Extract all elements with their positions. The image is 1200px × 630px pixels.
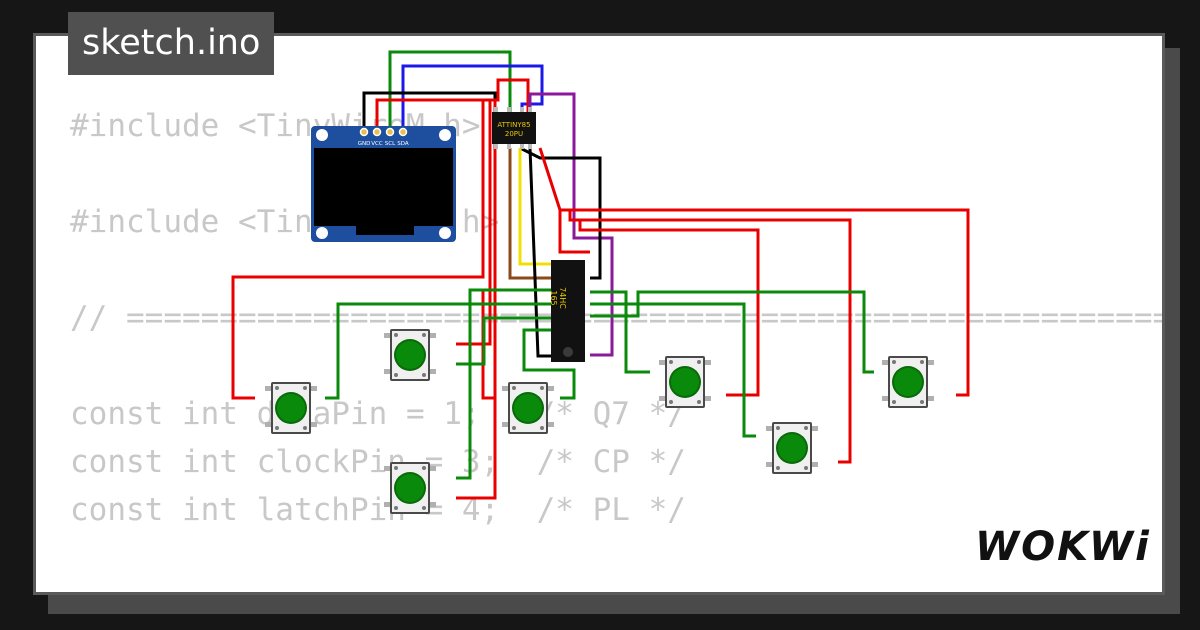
oled-pin-scl[interactable] bbox=[385, 127, 395, 137]
push-button[interactable] bbox=[502, 382, 554, 434]
oled-pin-gnd[interactable] bbox=[359, 127, 369, 137]
attiny-label: 20PU bbox=[505, 130, 523, 138]
push-button[interactable] bbox=[265, 382, 317, 434]
oled-display[interactable]: GND VCC SCL SDA bbox=[311, 126, 456, 242]
code-line: const int clockPin = 3; /* CP */ bbox=[70, 444, 686, 480]
push-button[interactable] bbox=[384, 329, 436, 381]
code-line: const int dataPin = 1; /* Q7 */ bbox=[70, 396, 686, 432]
oled-pin-sda[interactable] bbox=[398, 127, 408, 137]
push-button[interactable] bbox=[882, 356, 934, 408]
attiny85-chip[interactable]: ATTINY85 20PU bbox=[492, 107, 536, 149]
sketch-file-tab[interactable]: sketch.ino bbox=[68, 12, 275, 75]
push-button[interactable] bbox=[766, 422, 818, 474]
oled-screen bbox=[314, 148, 453, 226]
attiny-label: ATTINY85 bbox=[497, 121, 530, 129]
oled-pin-vcc[interactable] bbox=[372, 127, 382, 137]
wokwi-logo: WOKWi bbox=[975, 524, 1151, 570]
oled-pin-label: SDA bbox=[397, 141, 409, 147]
oled-ribbon bbox=[356, 226, 414, 235]
oled-pin-label: GND bbox=[358, 141, 371, 147]
oled-pin-label: VCC bbox=[371, 141, 383, 147]
code-line: const int numBits = 8; bbox=[70, 582, 1162, 592]
project-card: #include <TinyWireM.h>#include <TinyOzOL… bbox=[33, 33, 1165, 595]
shift-register-label: 165 bbox=[549, 290, 558, 305]
wires bbox=[231, 50, 970, 500]
push-button[interactable] bbox=[659, 356, 711, 408]
push-button[interactable] bbox=[384, 462, 436, 514]
shift-register-label: 74HC bbox=[558, 287, 567, 309]
oled-pin-label: SCL bbox=[385, 141, 396, 147]
shift-register-74hc165[interactable]: 74HC 165 bbox=[549, 260, 585, 362]
code-line: // =====================================… bbox=[70, 300, 1165, 336]
